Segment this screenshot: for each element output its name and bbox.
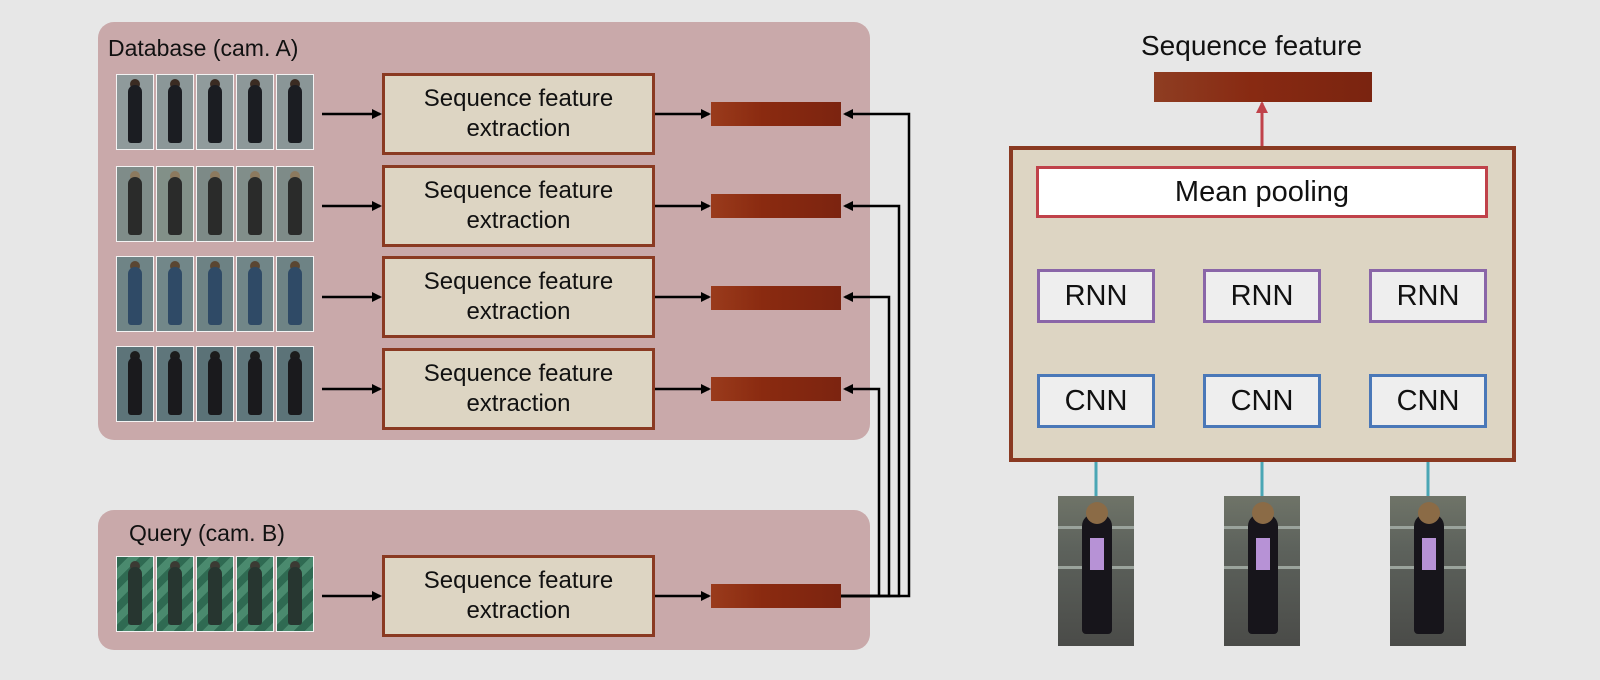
database-feature-2 xyxy=(711,194,841,218)
frame xyxy=(236,166,274,242)
extraction-box-4: Sequence feature extraction xyxy=(382,348,655,430)
cnn-label: CNN xyxy=(1230,384,1294,417)
cnn-label: CNN xyxy=(1396,384,1460,417)
frame xyxy=(156,166,194,242)
input-frame-2 xyxy=(1224,496,1300,646)
frame xyxy=(196,556,234,632)
frame xyxy=(156,256,194,332)
frame xyxy=(276,166,314,242)
cnn-box-3: CNN xyxy=(1369,374,1487,428)
rnn-box-1: RNN xyxy=(1037,269,1155,323)
extraction-label: Sequence feature extraction xyxy=(423,177,614,234)
database-feature-3 xyxy=(711,286,841,310)
extraction-box-2: Sequence feature extraction xyxy=(382,165,655,247)
rnn-label: RNN xyxy=(1064,279,1128,312)
frame xyxy=(196,256,234,332)
rnn-box-3: RNN xyxy=(1369,269,1487,323)
frame xyxy=(116,256,154,332)
frame xyxy=(156,74,194,150)
extraction-box-3: Sequence feature extraction xyxy=(382,256,655,338)
database-sequence-4 xyxy=(116,346,314,422)
extraction-box-1: Sequence feature extraction xyxy=(382,73,655,155)
frame xyxy=(116,74,154,150)
output-label: Sequence feature xyxy=(1141,30,1363,61)
extraction-box-query: Sequence feature extraction xyxy=(382,555,655,637)
extraction-label: Sequence feature extraction xyxy=(423,567,614,624)
query-title: Query (cam. B) xyxy=(129,520,285,546)
cnn-box-1: CNN xyxy=(1037,374,1155,428)
sequence-feature-bar xyxy=(1154,72,1372,102)
query-feature xyxy=(711,584,841,608)
database-feature-1 xyxy=(711,102,841,126)
rnn-box-2: RNN xyxy=(1203,269,1321,323)
rnn-label: RNN xyxy=(1230,279,1294,312)
database-feature-4 xyxy=(711,377,841,401)
frame xyxy=(196,74,234,150)
cnn-box-2: CNN xyxy=(1203,374,1321,428)
extraction-label: Sequence feature extraction xyxy=(423,268,614,325)
frame xyxy=(276,74,314,150)
input-frame-1 xyxy=(1058,496,1134,646)
cnn-label: CNN xyxy=(1064,384,1128,417)
extraction-label: Sequence feature extraction xyxy=(423,360,614,417)
database-sequence-2 xyxy=(116,166,314,242)
extraction-label: Sequence feature extraction xyxy=(423,85,614,142)
frame xyxy=(196,346,234,422)
mean-pooling-box: Mean pooling xyxy=(1036,166,1488,218)
frame xyxy=(156,346,194,422)
frame xyxy=(236,346,274,422)
rnn-label: RNN xyxy=(1396,279,1460,312)
frame xyxy=(276,346,314,422)
frame xyxy=(276,256,314,332)
frame xyxy=(156,556,194,632)
frame xyxy=(236,256,274,332)
database-title: Database (cam. A) xyxy=(108,35,299,61)
frame xyxy=(196,166,234,242)
frame xyxy=(236,556,274,632)
frame xyxy=(236,74,274,150)
frame xyxy=(276,556,314,632)
frame xyxy=(116,166,154,242)
database-sequence-3 xyxy=(116,256,314,332)
frame xyxy=(116,556,154,632)
database-sequence-1 xyxy=(116,74,314,150)
mean-pooling-label: Mean pooling xyxy=(1174,175,1350,208)
frame xyxy=(116,346,154,422)
query-sequence xyxy=(116,556,314,632)
input-frame-3 xyxy=(1390,496,1466,646)
